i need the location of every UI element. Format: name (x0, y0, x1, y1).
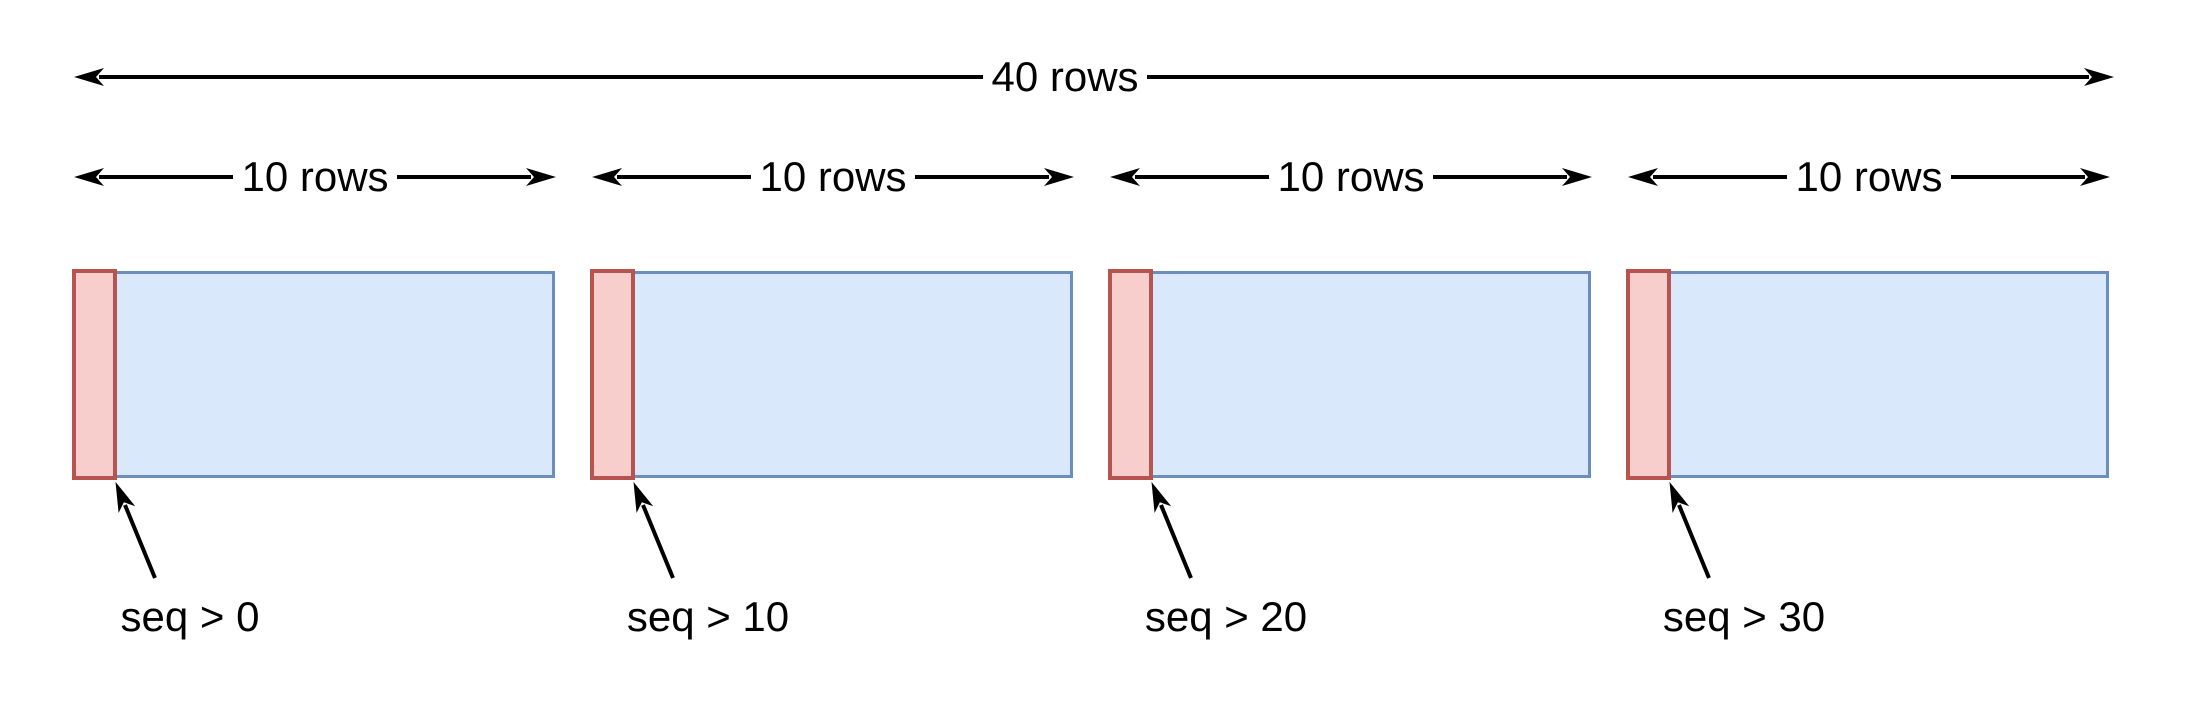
page-rows-label-wrap-1: 10 rows (165, 152, 465, 202)
page-rows-label-wrap-3: 10 rows (1201, 152, 1501, 202)
result-page-2 (590, 271, 1073, 478)
total-rows-label: 40 rows (983, 56, 1147, 98)
cursor-row-2 (590, 269, 635, 480)
cursor-callout-arrow-1 (115, 481, 157, 579)
cursor-callout-arrow-3 (1151, 481, 1193, 579)
cursor-row-1 (72, 269, 117, 480)
cursor-callout-arrow-4 (1669, 481, 1711, 579)
result-page-3 (1108, 271, 1591, 478)
cursor-filter-label-3: seq > 20 (1144, 593, 1308, 640)
page-rows-label-3: 10 rows (1269, 156, 1433, 198)
result-page-1 (72, 271, 555, 478)
result-page-4 (1626, 271, 2109, 478)
cursor-row-4 (1626, 269, 1671, 480)
page-rows-label-1: 10 rows (233, 156, 397, 198)
cursor-row-3 (1108, 269, 1153, 480)
cursor-filter-label-4: seq > 30 (1662, 593, 1826, 640)
page-rows-label-wrap-4: 10 rows (1719, 152, 2019, 202)
page-rows-label-2: 10 rows (751, 156, 915, 198)
page-rows-label-4: 10 rows (1787, 156, 1951, 198)
cursor-callout-arrow-2 (633, 481, 675, 579)
cursor-filter-label-1: seq > 0 (120, 593, 260, 640)
cursor-filter-label-2: seq > 10 (626, 593, 790, 640)
total-rows-label-wrap: 40 rows (915, 52, 1215, 102)
page-rows-label-wrap-2: 10 rows (683, 152, 983, 202)
